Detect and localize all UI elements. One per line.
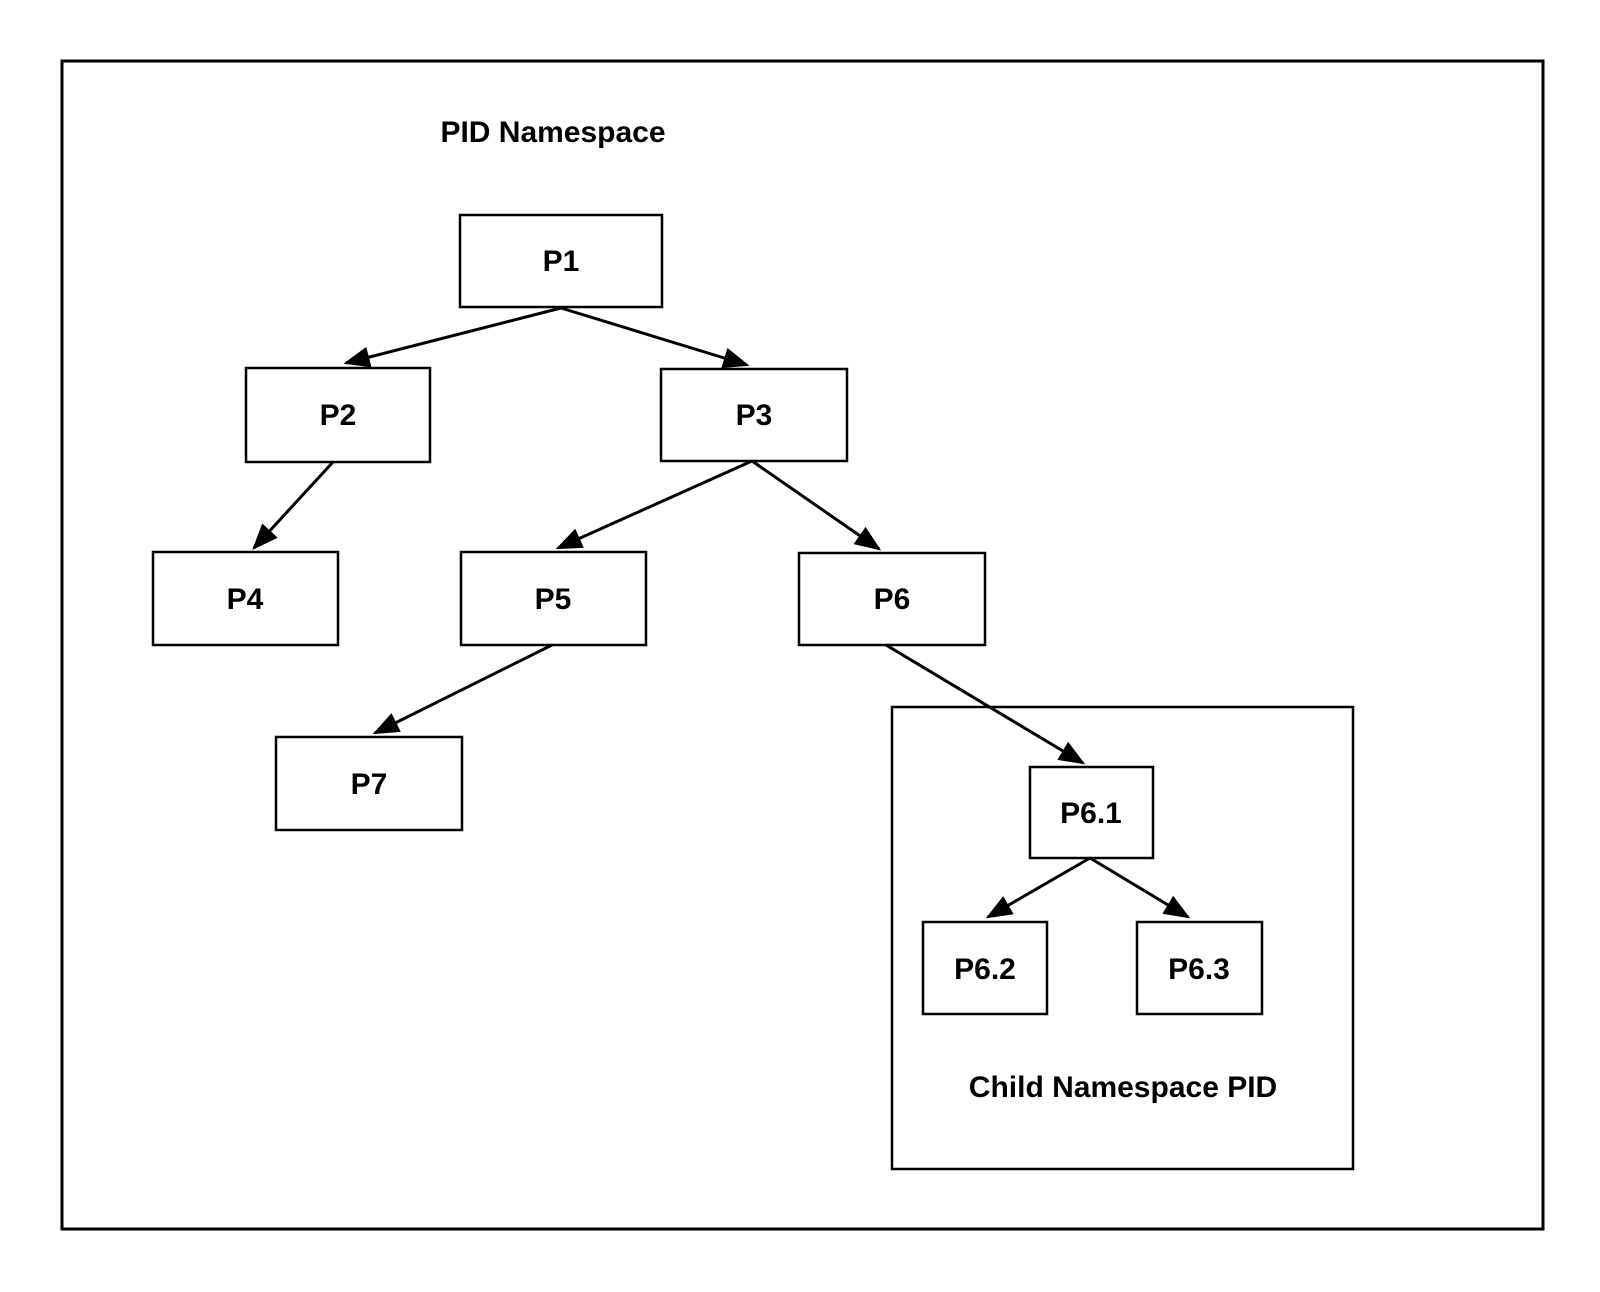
node-p3: P3 <box>659 367 849 463</box>
edge-p5-p7 <box>372 643 553 735</box>
root-namespace-border <box>60 59 1545 1231</box>
node-label-p6-3: P6.3 <box>1168 953 1230 986</box>
edge-p3-p6 <box>751 459 882 551</box>
edge-p1-p3 <box>560 306 750 369</box>
node-p6-2: P6.2 <box>921 920 1049 1016</box>
child-namespace-label: Child Namespace PID <box>969 1071 1277 1104</box>
process-box-p5 <box>459 550 648 647</box>
node-p1: P1 <box>458 213 664 309</box>
node-label-p2: P2 <box>320 399 357 432</box>
node-p6-1: P6.1 <box>1028 765 1155 860</box>
node-label-p3: P3 <box>736 399 773 432</box>
edge-p6-1-p6-2 <box>985 856 1091 919</box>
node-label-p5: P5 <box>535 583 572 616</box>
node-p4: P4 <box>151 550 340 647</box>
edge-p6-p6-1 <box>885 643 1086 765</box>
edge-p3-p5 <box>555 459 753 550</box>
process-box-p6-2 <box>921 920 1049 1016</box>
node-p6-3: P6.3 <box>1135 920 1264 1016</box>
process-box-p2 <box>244 366 432 464</box>
node-label-p6-1: P6.1 <box>1060 797 1122 830</box>
edge-p2-p4 <box>252 460 335 550</box>
node-p5: P5 <box>459 550 648 647</box>
node-p6: P6 <box>797 551 987 647</box>
node-label-p4: P4 <box>227 583 264 616</box>
process-box-p7 <box>274 735 464 832</box>
node-label-p6-2: P6.2 <box>954 953 1016 986</box>
process-box-p6-1 <box>1028 765 1155 860</box>
edge-p6-1-p6-3 <box>1089 856 1191 919</box>
node-label-p6: P6 <box>874 583 911 616</box>
edge-p1-p2 <box>343 306 562 368</box>
diagram-title: PID Namespace <box>440 116 665 149</box>
node-label-p1: P1 <box>543 245 580 278</box>
process-box-p6 <box>797 551 987 647</box>
process-box-p1 <box>458 213 664 309</box>
node-p2: P2 <box>244 366 432 464</box>
process-box-p3 <box>659 367 849 463</box>
node-p7: P7 <box>274 735 464 832</box>
process-box-p6-3 <box>1135 920 1264 1016</box>
node-label-p7: P7 <box>351 768 388 801</box>
process-box-p4 <box>151 550 340 647</box>
